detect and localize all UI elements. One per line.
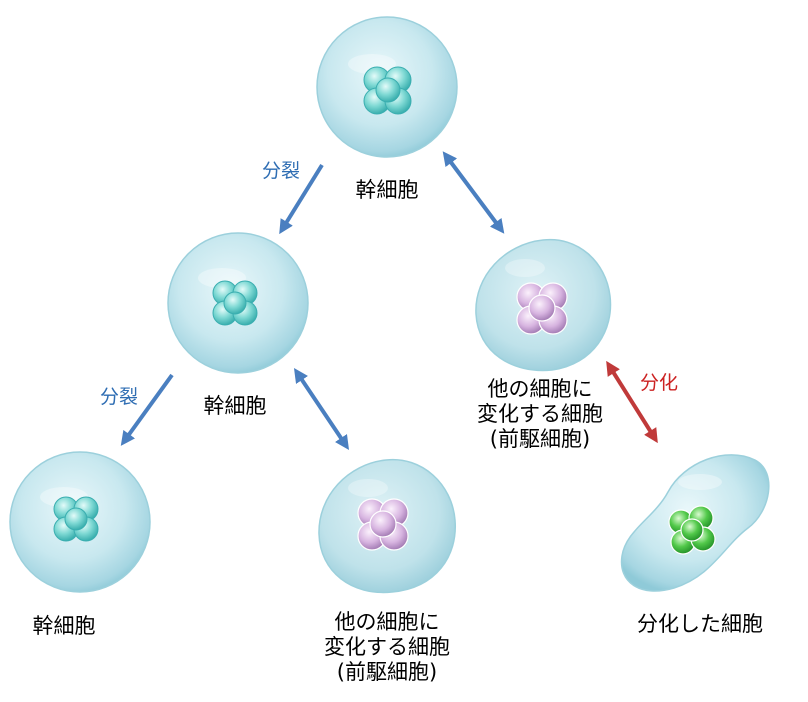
transition-arrow-middle	[293, 368, 350, 450]
differentiated-cell-nucleus	[668, 505, 716, 555]
stem-cell-middle	[167, 232, 309, 374]
progenitor-cell-bottom-label-line-1: 他の細胞に	[334, 610, 440, 634]
differentiated-cell	[620, 454, 770, 592]
stem-cell-top	[316, 16, 458, 158]
stem-cell-top-nucleus	[363, 66, 412, 115]
stem-cell-middle-label: 幹細胞	[203, 394, 267, 418]
division-label-middle: 分裂	[100, 386, 139, 408]
progenitor-cell-right-label-line-3: (前駆細胞)	[489, 427, 591, 451]
progenitor-cell-right-label-line-1: 他の細胞に	[487, 377, 593, 401]
stem-cell-bottom	[9, 451, 151, 593]
progenitor-cell-bottom-nucleus	[357, 498, 409, 551]
differentiated-cell-label: 分化した細胞	[637, 612, 763, 636]
progenitor-cell-right-label: 他の細胞に 変化する細胞 (前駆細胞)	[455, 377, 625, 452]
differentiation-arrow	[606, 360, 658, 444]
progenitor-cell-right	[475, 238, 612, 372]
stem-cell-top-label: 幹細胞	[355, 178, 419, 202]
progenitor-cell-bottom-label-line-3: (前駆細胞)	[336, 660, 438, 684]
differentiation-label: 分化	[640, 372, 679, 394]
progenitor-cell-bottom	[318, 458, 456, 594]
division-arrow-top	[279, 163, 324, 235]
progenitor-cell-right-label-line-2: 変化する細胞	[477, 402, 603, 426]
progenitor-cell-right-nucleus	[516, 282, 568, 335]
stem-cell-bottom-label: 幹細胞	[32, 614, 96, 638]
transition-arrow-top	[442, 151, 505, 234]
division-label-top: 分裂	[262, 160, 301, 182]
progenitor-cell-bottom-label-line-2: 変化する細胞	[324, 635, 450, 659]
stem-cell-middle-nucleus	[212, 280, 258, 326]
division-arrow-middle	[120, 373, 174, 446]
stem-cell-bottom-nucleus	[53, 496, 99, 542]
progenitor-cell-bottom-label: 他の細胞に 変化する細胞 (前駆細胞)	[302, 610, 472, 685]
